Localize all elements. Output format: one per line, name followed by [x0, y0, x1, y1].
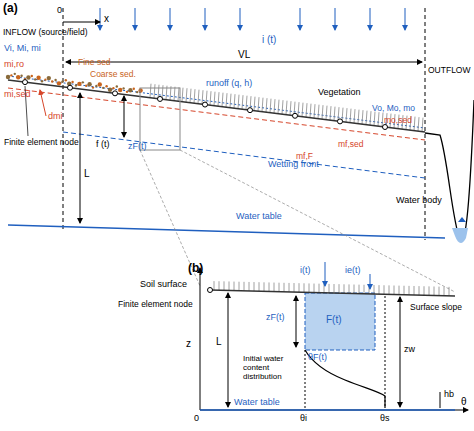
label: θ [461, 396, 467, 407]
label: OUTFLOW [428, 66, 471, 75]
label: Surface slope [410, 303, 462, 312]
label: VL [238, 49, 250, 60]
label: θi [300, 414, 307, 424]
label: zF(t) [128, 142, 147, 152]
label: i (t) [262, 34, 276, 45]
label: L [216, 336, 222, 347]
label: Water table [236, 212, 282, 222]
label: (a) [3, 2, 18, 15]
label: Initial water content distribution [243, 355, 299, 381]
label: dmi [48, 112, 63, 122]
label: Finite element node [4, 138, 79, 147]
label: runoff (q, h) [206, 79, 252, 89]
label: z [186, 338, 191, 349]
label: f (t) [96, 140, 110, 150]
label: Vi, Mi, mi [4, 44, 41, 54]
label: Water table [234, 398, 280, 408]
label: Coarse sed. [90, 70, 136, 79]
label: 0 [194, 414, 199, 424]
label: θs [380, 414, 390, 424]
label: mi,sed [4, 90, 31, 100]
label: Vegetation [318, 88, 361, 98]
label: Finite element node [118, 300, 193, 309]
label: hb [444, 390, 454, 400]
label: F(t) [326, 314, 342, 325]
label: 0 [57, 6, 62, 16]
label: mf,sed [338, 140, 364, 149]
label: θF(t) [308, 353, 327, 363]
label: x [104, 13, 109, 24]
label: L [84, 168, 90, 179]
label: zF(t) [266, 313, 285, 323]
label: (b) [188, 262, 203, 275]
label: ie(t) [345, 266, 361, 276]
label: Vo, Mo, mo [372, 104, 415, 113]
label: Wetting front [268, 160, 319, 170]
label: i(t) [300, 266, 311, 276]
label: INFLOW (source/field) [3, 28, 88, 37]
label: mo,sed [384, 116, 412, 125]
label: Fine sed [78, 58, 111, 67]
label: mi,ro [4, 60, 24, 70]
label: zw [404, 345, 415, 355]
label: Water body [396, 196, 442, 206]
label: Soil surface [140, 280, 187, 290]
